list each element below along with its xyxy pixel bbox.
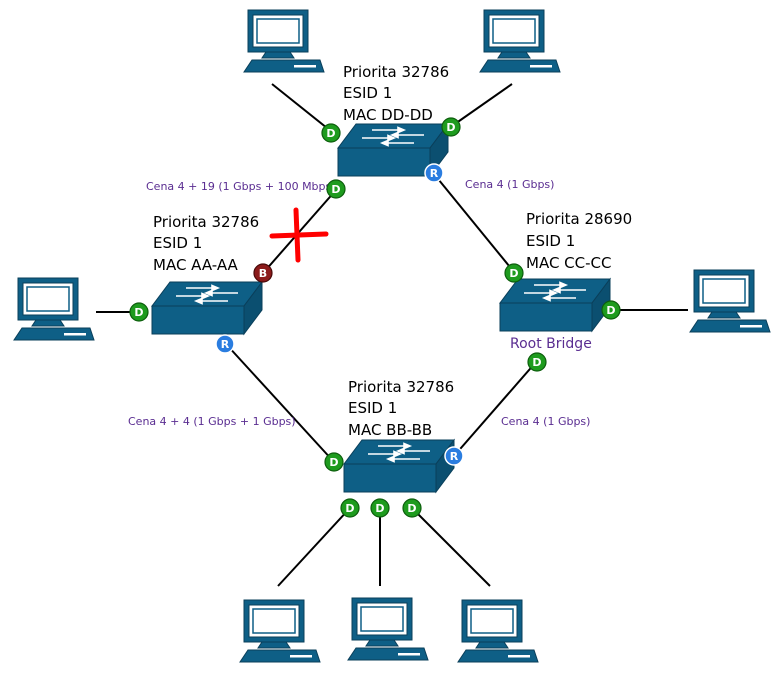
svg-text:R: R [450, 450, 459, 463]
svg-text:D: D [134, 306, 143, 319]
pc-right-icon [689, 269, 771, 333]
blocked-link-cross-icon [269, 207, 329, 263]
port-bottom-to-left: D [324, 452, 344, 472]
link-topswitch-pc-topright [451, 83, 513, 127]
switch-right-mac: MAC CC-CC [526, 254, 612, 272]
pc-left-icon [13, 277, 95, 341]
cost-bottom-right: Cena 4 (1 Gbps) [501, 415, 590, 428]
root-bridge-label: Root Bridge [510, 336, 592, 352]
svg-text:D: D [331, 183, 340, 196]
svg-text:R: R [221, 338, 230, 351]
switch-top-esid: ESID 1 [343, 84, 392, 102]
switch-right-esid: ESID 1 [526, 232, 575, 250]
port-bottom-pc-mid: D [370, 498, 390, 518]
switch-bottom-esid: ESID 1 [348, 399, 397, 417]
switch-left-icon [151, 281, 263, 335]
switch-left-priority: Priorita 32786 [153, 213, 259, 231]
port-left-to-pc: D [129, 302, 149, 322]
svg-text:B: B [259, 267, 267, 280]
svg-text:D: D [345, 502, 354, 515]
svg-text:D: D [446, 121, 455, 134]
pc-bottom-mid-icon [347, 597, 429, 661]
port-right-to-bottom: D [527, 352, 547, 372]
pc-top-left-icon [243, 9, 325, 73]
pc-bottom-right-icon [457, 599, 539, 663]
svg-text:D: D [375, 502, 384, 515]
svg-text:D: D [407, 502, 416, 515]
cost-left-bottom: Cena 4 + 4 (1 Gbps + 1 Gbps) [128, 415, 296, 428]
switch-left-label: Priorita 32786 ESID 1 MAC AA-AA [153, 213, 259, 274]
port-right-to-pc: D [601, 300, 621, 320]
switch-right-icon [499, 278, 611, 332]
port-left-root: R [215, 334, 235, 354]
port-top-to-left: D [326, 179, 346, 199]
port-right-to-top: D [504, 263, 524, 283]
pc-top-right-icon [479, 9, 561, 73]
switch-top-mac: MAC DD-DD [343, 106, 433, 124]
switch-left-esid: ESID 1 [153, 234, 202, 252]
switch-top-label: Priorita 32786 ESID 1 MAC DD-DD [343, 63, 449, 124]
link-bottom-pc-left [277, 507, 351, 587]
svg-text:R: R [430, 167, 439, 180]
link-top-right [433, 173, 515, 273]
svg-text:D: D [509, 267, 518, 280]
switch-bottom-icon [343, 439, 455, 493]
svg-text:D: D [326, 127, 335, 140]
switch-bottom-label: Priorita 32786 ESID 1 MAC BB-BB [348, 378, 454, 439]
port-top-pc-left: D [321, 123, 341, 143]
switch-right-priority: Priorita 28690 [526, 210, 632, 228]
link-left-bottom [225, 343, 335, 463]
switch-right-label: Priorita 28690 ESID 1 MAC CC-CC Root Bri… [510, 210, 632, 352]
link-top-left-blocked [263, 189, 337, 273]
port-left-blocked: B [253, 263, 273, 283]
switch-bottom-priority: Priorita 32786 [348, 378, 454, 396]
port-top-to-right-root: R [424, 163, 444, 183]
link-bottom-right [453, 361, 537, 457]
link-topswitch-pc-topleft [271, 83, 333, 133]
port-bottom-root: R [444, 446, 464, 466]
link-bottom-pc-right [411, 507, 491, 587]
svg-text:D: D [606, 304, 615, 317]
cost-top-right: Cena 4 (1 Gbps) [465, 178, 554, 191]
switch-top-priority: Priorita 32786 [343, 63, 449, 81]
port-bottom-pc-right: D [402, 498, 422, 518]
pc-bottom-left-icon [239, 599, 321, 663]
svg-text:D: D [532, 356, 541, 369]
svg-text:D: D [329, 456, 338, 469]
port-top-pc-right: D [441, 117, 461, 137]
port-bottom-pc-left: D [340, 498, 360, 518]
switch-left-mac: MAC AA-AA [153, 256, 239, 274]
switch-bottom-mac: MAC BB-BB [348, 421, 432, 439]
cost-top-left: Cena 4 + 19 (1 Gbps + 100 Mbps) [146, 180, 336, 193]
